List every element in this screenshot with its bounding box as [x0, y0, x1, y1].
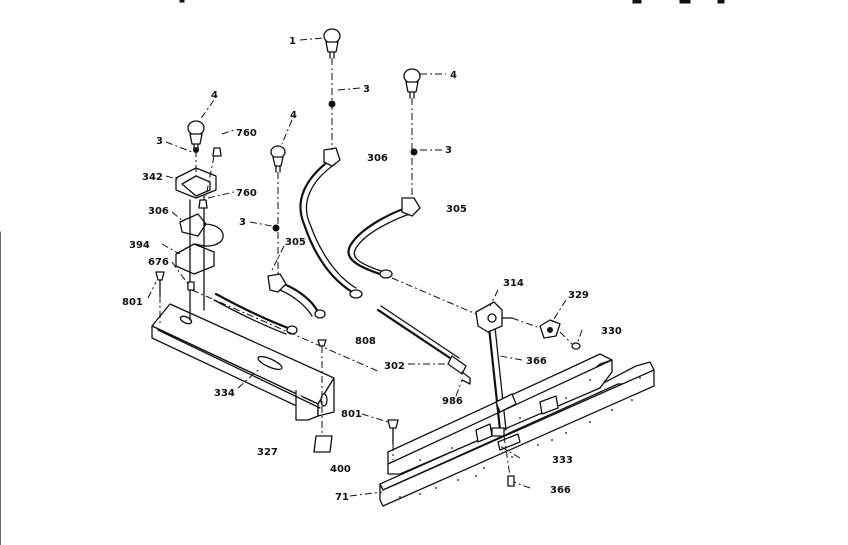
label-3: 3 — [239, 217, 246, 228]
gas-pipe-302 — [376, 305, 471, 385]
label-676: 676 — [148, 257, 169, 268]
igniter-4-left — [187, 120, 205, 151]
label-330: 330 — [601, 326, 622, 337]
label-4: 4 — [211, 90, 218, 101]
label-801: 801 — [122, 297, 143, 308]
label-302: 302 — [384, 361, 405, 372]
label-3: 3 — [156, 136, 163, 147]
label-394: 394 — [129, 240, 150, 251]
bracket-assembly-342 — [175, 167, 224, 321]
label-3: 3 — [445, 145, 452, 156]
valve-314 — [475, 301, 513, 333]
label-327: 327 — [257, 447, 278, 458]
label-366: 366 — [526, 356, 547, 367]
label-3: 3 — [363, 84, 370, 95]
label-4: 4 — [450, 70, 457, 81]
orifice-tube-305-right — [347, 197, 421, 279]
knob-329 — [539, 319, 581, 350]
label-314: 314 — [503, 278, 524, 289]
label-305: 305 — [285, 237, 306, 248]
label-306: 306 — [367, 153, 388, 164]
igniter-4-center — [270, 145, 286, 173]
label-400: 400 — [330, 464, 351, 475]
label-986: 986 — [442, 396, 463, 407]
label-760: 760 — [236, 188, 257, 199]
label-760: 760 — [236, 128, 257, 139]
label-305: 305 — [446, 204, 467, 215]
label-71: 71 — [335, 492, 349, 503]
orifice-tube-306-center — [299, 147, 363, 299]
assembly-lines — [159, 58, 573, 477]
label-333: 333 — [552, 455, 573, 466]
label-4: 4 — [290, 110, 297, 121]
top-edge-fragments — [0, 0, 725, 545]
igniter-4-right — [403, 68, 421, 99]
orifice-tube-305-left — [213, 273, 326, 335]
label-306: 306 — [148, 206, 169, 217]
part-labels: 1 3 4 306 3 305 4 3 760 342 760 4 306 3 … — [122, 36, 622, 503]
small-hardware — [155, 100, 515, 487]
label-808: 808 — [355, 336, 376, 347]
label-1: 1 — [289, 36, 296, 47]
label-334: 334 — [214, 388, 235, 399]
label-801: 801 — [341, 409, 362, 420]
valve-rod-366 — [486, 316, 517, 437]
igniter-1 — [323, 28, 341, 59]
manifold-bracket-334 — [151, 303, 335, 421]
label-366: 366 — [550, 485, 571, 496]
leader-lines — [147, 37, 583, 497]
label-342: 342 — [142, 172, 163, 183]
label-329: 329 — [568, 290, 589, 301]
